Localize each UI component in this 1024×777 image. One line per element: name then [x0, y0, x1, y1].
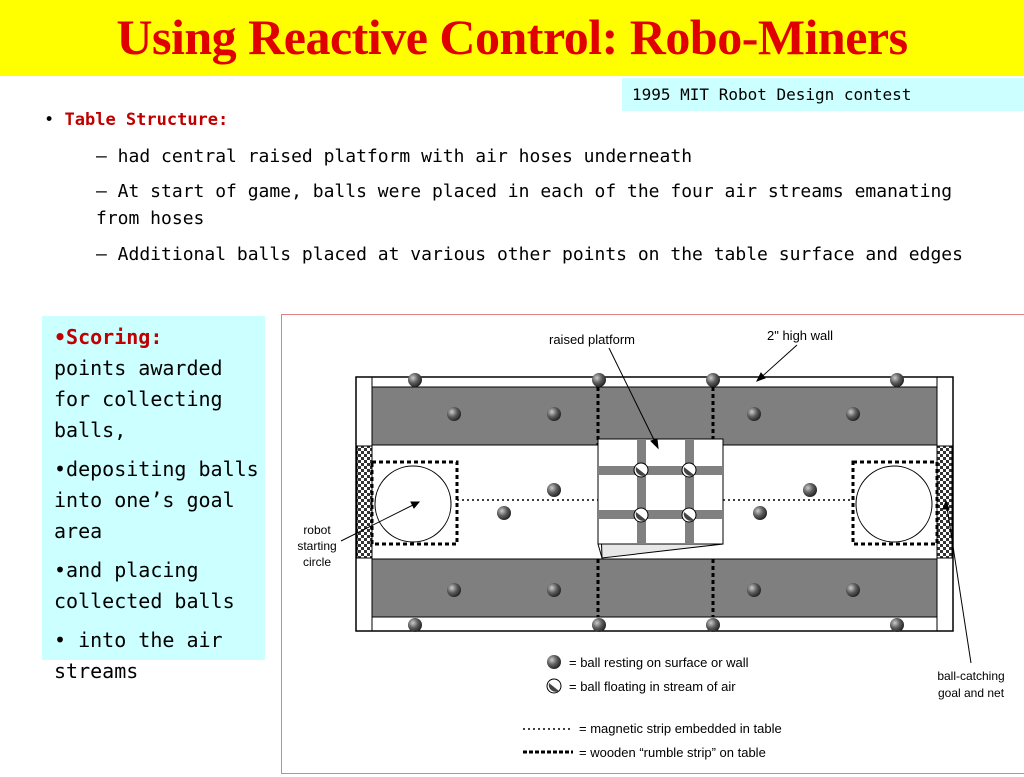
slide-title: Using Reactive Control: Robo-Miners	[116, 9, 908, 65]
contest-label: 1995 MIT Robot Design contest	[622, 78, 1024, 111]
label-wall: 2" high wall	[767, 328, 833, 343]
rumble-strips	[370, 387, 939, 617]
scoring-intro: •Scoring: points awarded for collecting b…	[54, 322, 259, 446]
label-raised-platform: raised platform	[549, 332, 635, 347]
legend-floating-swatch	[546, 678, 562, 694]
scoring-label: Scoring:	[66, 325, 163, 349]
title-bar	[0, 0, 1024, 76]
resting-balls	[408, 373, 904, 632]
table-diagram: raised platform 2" high wall robot start…	[297, 328, 1005, 760]
scoring-item: • into the air streams	[54, 628, 223, 683]
bottom-air-band	[371, 558, 938, 618]
table-structure-item: – At start of game, balls were placed in…	[96, 181, 953, 229]
table-structure-item: – had central raised platform with air h…	[96, 146, 693, 167]
raised-platform	[597, 438, 724, 559]
scoring-text: •Scoring: points awarded for collecting b…	[54, 322, 259, 695]
scoring-item: •and placing collected balls	[54, 558, 235, 613]
label-robot-circle: robot	[303, 523, 331, 537]
table-structure-heading: • Table Structure:	[44, 110, 228, 130]
label-goal: ball-catching	[937, 669, 1004, 683]
label-robot-circle: circle	[303, 555, 331, 569]
legend-floating: = ball floating in stream of air	[569, 679, 736, 694]
right-robot-circle	[855, 465, 933, 543]
scoring-item: •depositing balls into one’s goal area	[54, 457, 259, 543]
legend-magnetic: = magnetic strip embedded in table	[579, 721, 782, 736]
scoring-detail: points awarded for collecting balls,	[54, 356, 223, 442]
legend-rumble: = wooden “rumble strip” on table	[579, 745, 766, 760]
legend: = ball resting on surface or wall = ball…	[523, 655, 782, 760]
bullet: •	[44, 110, 55, 130]
table-structure-item: – Additional balls placed at various oth…	[96, 244, 963, 265]
legend-resting: = ball resting on surface or wall	[569, 655, 749, 670]
label-pointers	[340, 344, 972, 664]
bullet: •	[54, 325, 67, 349]
floating-balls	[633, 462, 697, 523]
right-goal-net	[936, 445, 953, 559]
diagram-frame: raised platform 2" high wall robot start…	[281, 314, 1024, 774]
label-robot-circle: starting	[297, 539, 336, 553]
left-goal-net	[356, 445, 373, 559]
legend-resting-swatch	[547, 655, 561, 669]
label-goal: goal and net	[938, 686, 1005, 700]
scoring-box	[42, 316, 265, 660]
table-structure-label: Table Structure:	[64, 110, 229, 130]
